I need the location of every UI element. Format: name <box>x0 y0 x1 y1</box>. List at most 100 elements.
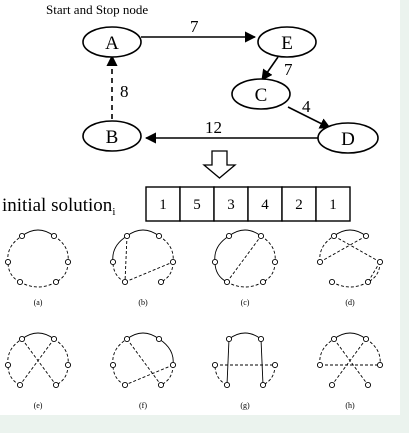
tour-node <box>271 361 279 369</box>
tour-node <box>109 258 117 266</box>
tour-node <box>157 278 165 286</box>
tour-node <box>271 258 279 266</box>
tour-edge-solid <box>21 332 55 340</box>
move-diagram: (a) <box>4 229 72 307</box>
node-a: A <box>82 26 142 58</box>
move-diagram: (b) <box>109 229 177 307</box>
tour-edge-solid <box>214 261 228 283</box>
node-e: E <box>257 26 317 58</box>
tour-edge-dashed <box>160 261 174 283</box>
tour-node <box>121 278 129 286</box>
tour-node <box>257 335 265 343</box>
tour-node <box>364 278 372 286</box>
tour-node <box>157 381 165 389</box>
solution-value: 4 <box>261 197 269 213</box>
tour-node <box>18 335 26 343</box>
tour-edge-dashed <box>214 364 228 386</box>
tour-edge-dashed <box>19 281 57 288</box>
tour-node <box>169 361 177 369</box>
tour-node <box>328 381 336 389</box>
tour-edge-dashed <box>367 261 381 283</box>
tour-edge-solid <box>214 235 230 263</box>
tour-node <box>4 361 12 369</box>
tour-edge-dashed <box>112 261 126 283</box>
tour-edge-dashed <box>160 364 174 386</box>
solution-cell <box>179 186 215 222</box>
solution-cell <box>281 186 317 222</box>
move-caption: (e) <box>34 401 43 410</box>
tour-node <box>155 335 163 343</box>
tour-node <box>52 278 60 286</box>
move-caption: (g) <box>240 401 250 410</box>
tour-node <box>316 258 324 266</box>
tour-edge-dashed <box>53 338 69 366</box>
solution-cell <box>213 186 249 222</box>
tour-node <box>123 335 131 343</box>
tour-node <box>362 335 370 343</box>
node-e-label: E <box>281 33 293 54</box>
tour-edge-dashed <box>7 235 23 263</box>
figure-canvas: Start and Stop node 7 7 4 12 8 A E C D B… <box>0 0 400 415</box>
solution-array: 1 5 3 4 2 1 <box>145 186 351 222</box>
tour-edge-dashed <box>333 338 369 386</box>
tour-node <box>123 232 131 240</box>
tour-edge-dashed <box>124 364 174 386</box>
tour-node <box>50 335 58 343</box>
tour-edge-dashed <box>126 338 162 386</box>
tour-edge-dashed <box>55 364 69 386</box>
node-b: B <box>82 120 142 152</box>
tour-edge-dashed <box>226 235 262 283</box>
tour-node <box>155 232 163 240</box>
tour-node <box>52 381 60 389</box>
tour-edge-dashed <box>260 235 276 263</box>
tour-node <box>259 381 267 389</box>
tour-edge-dashed <box>7 338 23 366</box>
tour-edge-solid <box>228 229 262 237</box>
move-caption: (h) <box>345 401 355 410</box>
tour-node <box>364 381 372 389</box>
move-diagram: (f) <box>109 332 177 410</box>
solution-value: 5 <box>193 197 201 213</box>
tour-edge-dashed <box>7 364 21 386</box>
tour-node <box>4 258 12 266</box>
diagram-title: Start and Stop node <box>46 2 148 17</box>
tour-edge-solid <box>260 338 264 386</box>
tour-node <box>362 232 370 240</box>
tour-node <box>169 258 177 266</box>
move-diagram: (g) <box>211 332 279 410</box>
tour-edge-dashed <box>331 338 367 386</box>
tour-edge-dashed <box>21 338 57 386</box>
move-diagram: (h) <box>316 332 384 410</box>
weight-e-c: 7 <box>284 60 293 79</box>
node-d: D <box>317 122 379 154</box>
edge-c-to-d <box>287 106 332 129</box>
tour-node <box>109 361 117 369</box>
node-a-label: A <box>105 33 119 54</box>
tour-edge-solid <box>226 338 230 386</box>
weight-d-b: 12 <box>205 118 222 137</box>
weight-b-a: 8 <box>120 82 129 101</box>
tour-edge-dashed <box>365 338 381 366</box>
tour-edge-dashed <box>7 261 21 283</box>
tour-node <box>64 258 72 266</box>
move-caption: (f) <box>139 401 147 410</box>
tour-node <box>64 361 72 369</box>
solution-cell <box>315 186 351 222</box>
move-diagrams: (a)(b)(c)(d)(e)(f)(g)(h) <box>4 229 384 410</box>
tour-node <box>376 361 384 369</box>
tour-edge-solid <box>126 229 160 237</box>
tour-edge-dashed <box>319 235 367 263</box>
move-caption: (d) <box>345 298 355 307</box>
move-diagram: (e) <box>4 332 72 410</box>
tour-node <box>223 278 231 286</box>
tour-node <box>330 232 338 240</box>
solution-value: 3 <box>227 197 235 213</box>
tour-edge-dashed <box>331 281 369 288</box>
tour-node <box>328 278 336 286</box>
tour-edge-dashed <box>319 338 335 366</box>
tour-node <box>257 232 265 240</box>
tour-edge-dashed <box>262 261 276 283</box>
solution-value: 2 <box>295 197 303 213</box>
tour-node <box>50 232 58 240</box>
tour-node <box>211 258 219 266</box>
